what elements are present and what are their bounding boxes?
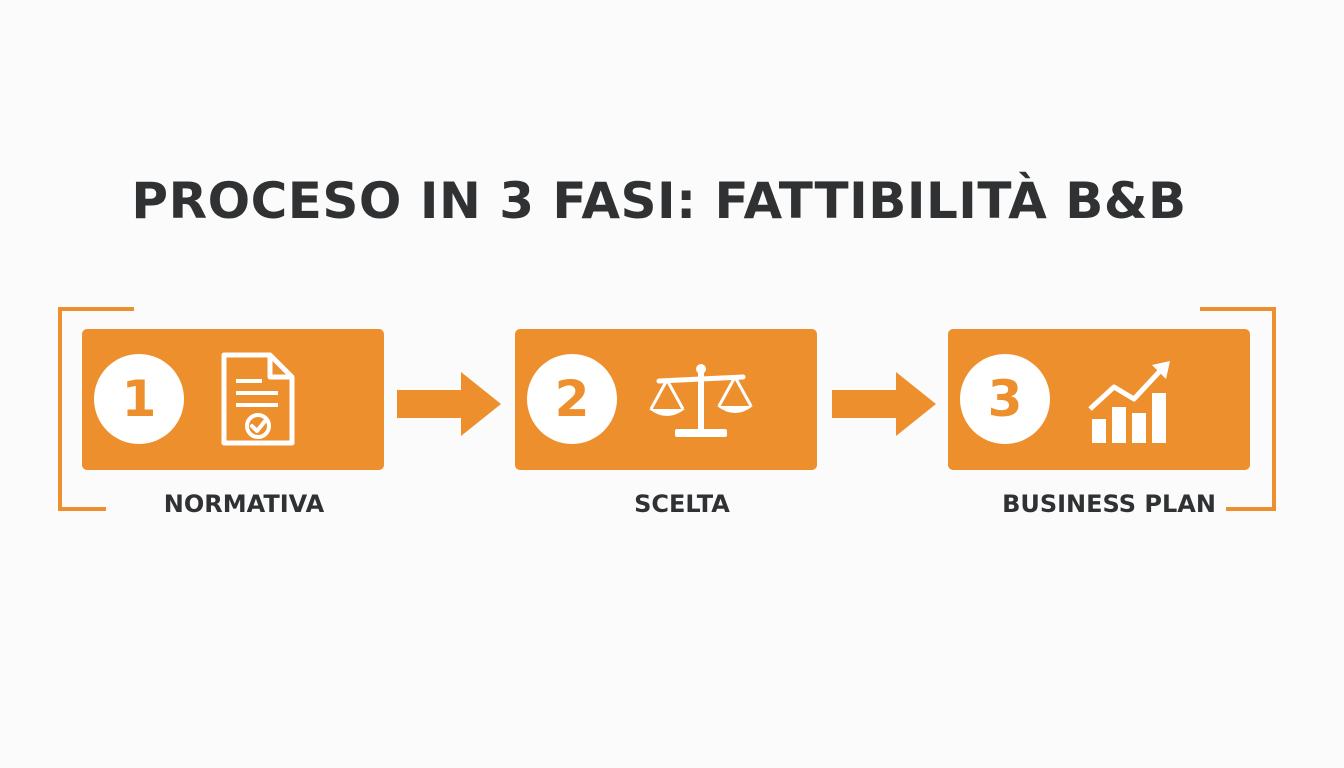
left-bracket-foot <box>58 507 106 511</box>
step-3-box: 3 <box>948 329 1250 470</box>
diagram-title: PROCESO IN 3 FASI: FATTIBILITÀ B&B <box>131 172 1187 230</box>
document-check-icon <box>218 351 298 456</box>
balance-scale-icon <box>645 361 757 448</box>
step-1-box: 1 <box>82 329 384 470</box>
arrow-right-icon <box>397 372 501 441</box>
step-2-number: 2 <box>527 354 617 444</box>
step-3-label: BUSINESS PLAN <box>1002 490 1216 518</box>
step-2-label: SCELTA <box>634 490 730 518</box>
growth-chart-icon <box>1086 357 1176 452</box>
arrow-right-icon <box>832 372 936 441</box>
step-1-number: 1 <box>94 354 184 444</box>
left-bracket <box>58 307 134 511</box>
step-3-number: 3 <box>960 354 1050 444</box>
step-1-label: NORMATIVA <box>163 490 325 518</box>
step-2-box: 2 <box>515 329 817 470</box>
right-bracket <box>1200 307 1276 511</box>
right-bracket-foot <box>1226 507 1276 511</box>
